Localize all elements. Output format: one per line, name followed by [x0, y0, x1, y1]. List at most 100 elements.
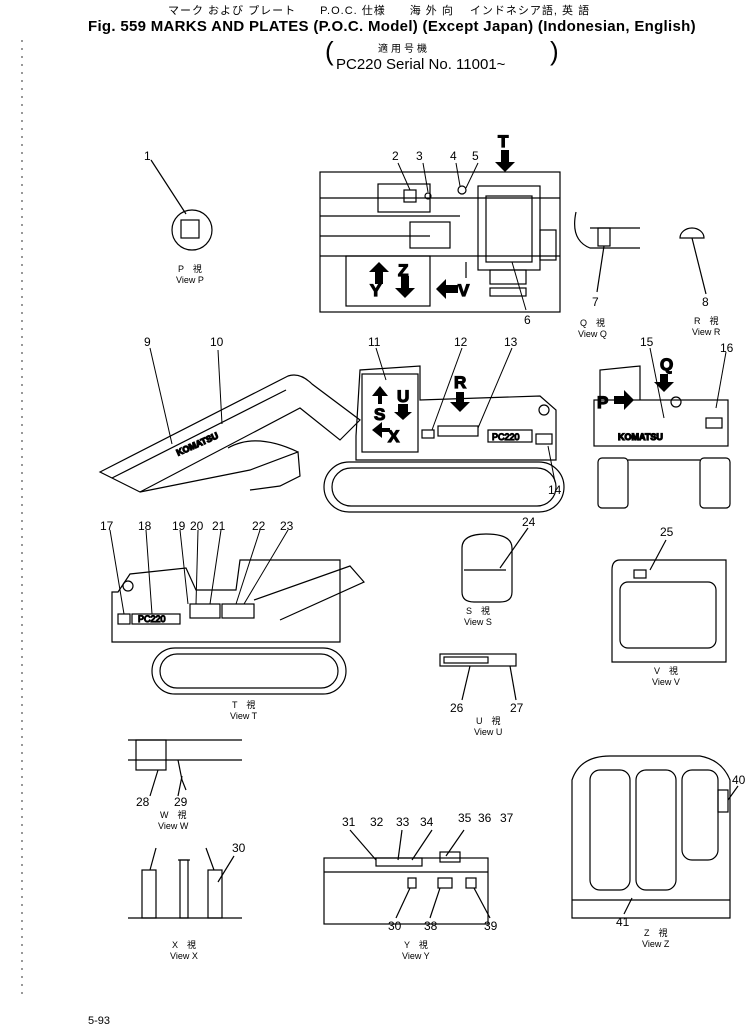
- callout-6: 6: [524, 313, 531, 327]
- callout-27: 27: [510, 701, 524, 715]
- view-t-en: View T: [230, 711, 258, 721]
- callout-16: 16: [720, 341, 734, 355]
- arrow-r: [450, 392, 470, 412]
- top-leaders: [397, 162, 527, 311]
- view-r-en: View R: [692, 327, 721, 337]
- view-v-cab: [611, 539, 727, 663]
- view-v-en: View V: [652, 677, 680, 687]
- callout-22: 22: [252, 519, 266, 533]
- open-paren: (: [325, 36, 334, 66]
- callout-26: 26: [450, 701, 464, 715]
- callout-labels: 1 2 3 4 5 6 7 8 9 10 11 12 13 14 15 16 1…: [100, 149, 746, 933]
- callout-19: 19: [172, 519, 186, 533]
- callout-40: 40: [732, 773, 746, 787]
- arrow-s: [372, 386, 388, 404]
- view-s-window: [461, 527, 529, 603]
- view-w-jp: W 視: [160, 809, 187, 820]
- excavator-side-view: [98, 365, 565, 513]
- letter-x: X: [388, 427, 400, 446]
- view-s-en: View S: [464, 617, 492, 627]
- callout-18: 18: [138, 519, 152, 533]
- arrow-y: [369, 262, 389, 284]
- callout-5: 5: [472, 149, 479, 163]
- callout-31: 31: [342, 815, 356, 829]
- callout-24: 24: [522, 515, 536, 529]
- callout-41: 41: [616, 915, 630, 929]
- callout-34: 34: [420, 815, 434, 829]
- letter-v: V: [458, 281, 470, 300]
- view-t-jp: T 視: [232, 699, 255, 710]
- callout-38: 38: [424, 919, 438, 933]
- view-z-en: View Z: [642, 939, 670, 949]
- view-t-leaders: [109, 529, 289, 615]
- arrow-x: [372, 422, 390, 438]
- callout-30: 30: [232, 841, 246, 855]
- rear-view: [593, 365, 731, 509]
- letter-t: T: [498, 132, 509, 151]
- callout-15: 15: [640, 335, 654, 349]
- view-p-plate: [150, 159, 213, 251]
- callout-4: 4: [450, 149, 457, 163]
- view-u-jp: U 視: [476, 715, 501, 726]
- callout-7: 7: [592, 295, 599, 309]
- callout-17: 17: [100, 519, 114, 533]
- callout-11: 11: [368, 335, 381, 349]
- callout-35: 35: [458, 811, 472, 825]
- close-paren: ): [550, 36, 559, 66]
- view-r-jp: R 視: [694, 315, 719, 326]
- callout-2: 2: [392, 149, 399, 163]
- callout-20: 20: [190, 519, 204, 533]
- arrow-q: [654, 374, 674, 392]
- view-s-jp: S 視: [466, 605, 490, 616]
- figure-title: Fig. 559 MARKS AND PLATES (P.O.C. Model)…: [88, 18, 696, 35]
- view-y-jp: Y 視: [404, 939, 428, 950]
- callout-23: 23: [280, 519, 294, 533]
- callout-32: 32: [370, 815, 384, 829]
- callout-25: 25: [660, 525, 674, 539]
- callout-39: 39: [484, 919, 498, 933]
- callout-10: 10: [210, 335, 224, 349]
- view-q-en: View Q: [578, 329, 607, 339]
- callout-13: 13: [504, 335, 518, 349]
- japanese-title-line: マーク および プレート P.O.C. 仕様 海 外 向 インドネシア語, 英 …: [168, 5, 591, 17]
- view-r-part: [679, 227, 707, 295]
- top-view-machine: [319, 171, 561, 313]
- arrow-p: [614, 390, 634, 410]
- rear-leaders: [649, 347, 727, 419]
- letter-r: R: [454, 373, 466, 392]
- view-w-en: View W: [158, 821, 189, 831]
- side-model-plate: PC220: [492, 432, 520, 442]
- side-leaders: [149, 347, 556, 483]
- callout-30-view-y: 30: [388, 919, 402, 933]
- letter-q: Q: [660, 355, 673, 374]
- callout-28: 28: [136, 795, 150, 809]
- applicable-serial-jp: 適用号機: [378, 44, 430, 55]
- arrow-v: [436, 279, 458, 299]
- callout-1: 1: [144, 149, 151, 163]
- callout-37: 37: [500, 811, 514, 825]
- view-z-cab: [571, 755, 739, 919]
- rear-komatsu-text: KOMATSU: [618, 432, 663, 442]
- callout-21: 21: [212, 519, 226, 533]
- callout-36: 36: [478, 811, 492, 825]
- arrows-side: [372, 386, 470, 438]
- view-q-part: [574, 211, 640, 293]
- view-y-en: View Y: [402, 951, 430, 961]
- letter-p: P: [597, 393, 608, 412]
- letter-y: Y: [370, 281, 382, 300]
- view-t-model-plate: PC220: [138, 614, 166, 624]
- view-u-panel: [439, 653, 517, 701]
- arrow-t: [495, 150, 515, 172]
- view-w-part: [128, 739, 242, 797]
- view-x-jp: X 視: [172, 939, 196, 950]
- view-q-jp: Q 視: [580, 317, 605, 328]
- view-t-machine: [111, 559, 365, 695]
- callout-29: 29: [174, 795, 188, 809]
- serial-range: PC220 Serial No. 11001~: [336, 56, 506, 73]
- view-v-jp: V 視: [654, 665, 678, 676]
- callout-33: 33: [396, 815, 410, 829]
- arrows-rear: [614, 374, 674, 410]
- letter-u: U: [397, 387, 409, 406]
- callout-3: 3: [416, 149, 423, 163]
